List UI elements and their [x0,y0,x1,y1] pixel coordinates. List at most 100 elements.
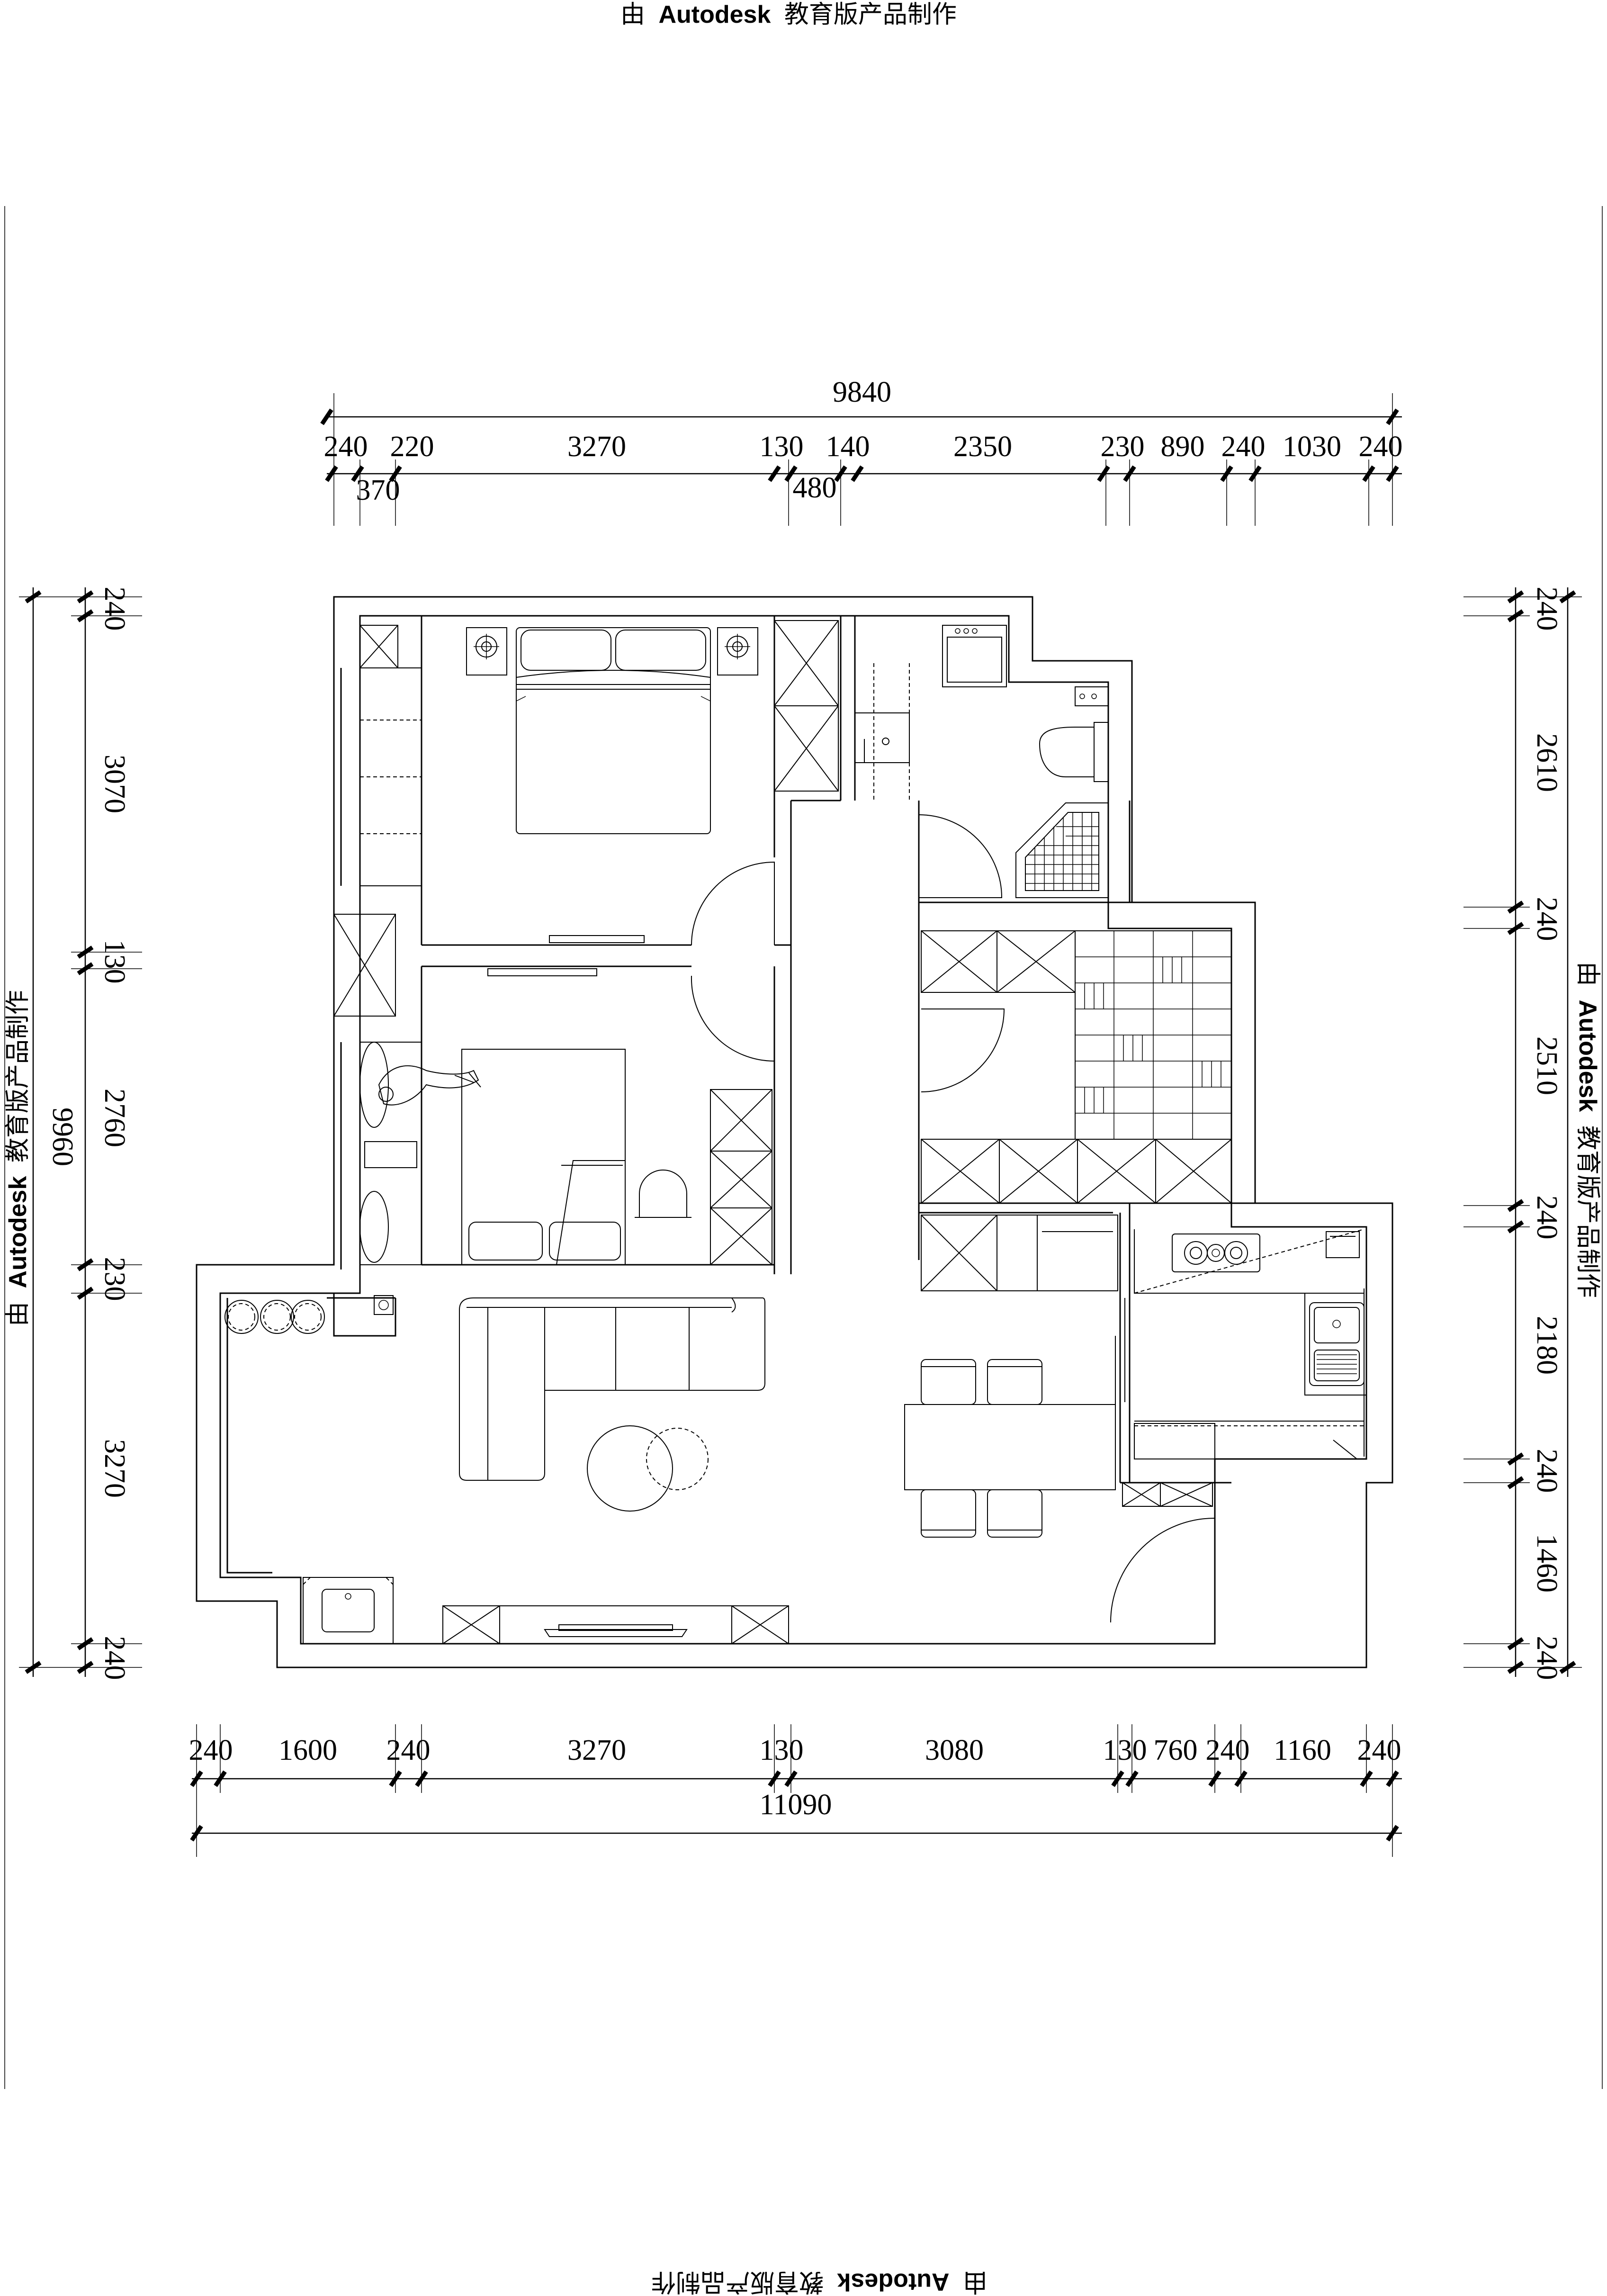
door-entry [1110,1517,1215,1623]
shower-tray [1015,802,1109,898]
dimension-right: 240 2610 240 2510 240 2180 240 1460 240 [1463,587,1582,1680]
dim-bottom-11: 240 [1357,1734,1401,1766]
dim-top-9: 240 [1221,431,1266,463]
wardrobe-second-bedroom [710,1089,772,1265]
living-room [224,1295,789,1644]
dim-bottom-3: 240 [386,1734,431,1766]
watermark-top-prefix: 由 [620,1,645,28]
dim-top-10: 1030 [1283,431,1341,463]
dim-top-6: 2350 [953,431,1012,463]
dim-left-2: 3070 [99,755,131,813]
dim-top-8: 890 [1161,431,1205,463]
coffee-table [587,1425,673,1512]
dim-tick [1386,465,1399,482]
balcony-post [374,1295,394,1315]
window-bay [333,914,396,1017]
tv-cabinet [442,1605,789,1644]
dim-bottom-total: 11090 [760,1789,832,1821]
dim-right-9: 240 [1531,1636,1563,1680]
dim-right-6: 2180 [1531,1316,1563,1375]
dim-top-4: 130 [760,431,804,463]
dim-tick [784,465,798,482]
dim-left-5: 230 [99,1257,131,1301]
exterior-walls [196,596,1393,1668]
dim-tick [351,465,364,482]
watermark-bottom: 由 Autodesk 教育版产品制作 [651,2268,988,2296]
dim-tick [325,465,338,482]
watermark-right: 由 Autodesk 教育版产品制作 [1574,962,1601,1298]
dim-left-4: 2760 [99,1089,131,1147]
watermark-right-brand: Autodesk [1574,999,1601,1112]
master-bedroom [359,620,839,945]
dim-bottom-1: 240 [189,1734,233,1766]
dining-chair [987,1359,1042,1405]
dim-left-6: 3270 [99,1439,131,1498]
watermark-bottom-brand: Autodesk [837,2268,950,2296]
dim-right-2: 2610 [1531,733,1563,792]
dining-cabinets [921,1215,1118,1291]
dining-chair [921,1359,976,1405]
dim-left-total: 9960 [46,1107,79,1166]
dim-ext-lines-top [359,459,1369,526]
desk-chair [639,1170,687,1217]
dimension-bottom: 240 1600 240 3270 130 3080 130 760 240 1… [189,1724,1402,1857]
potted-plants [224,1300,325,1334]
dining-set [904,1359,1116,1538]
tv-second-bedroom [487,968,597,976]
dim-top-sub-1: 370 [356,474,400,506]
dim-right-1: 240 [1531,587,1563,631]
entry-cabinet [1122,1482,1213,1507]
dim-left-7: 240 [99,1636,131,1680]
dim-bottom-5: 130 [760,1734,804,1766]
door-second-bedroom [691,975,775,1062]
dim-top-sub-2: 480 [793,472,837,504]
dim-ext-lines-bottom [196,1724,1393,1857]
gas-cooktop [1172,1234,1260,1272]
kitchen-sink [1309,1302,1365,1386]
dining-chair [987,1489,1042,1538]
svg-text:由 Autodesk 教育版产品制作: 由 Autodesk 教育版产品制作 [620,1,957,28]
l-shaped-sofa [459,1297,765,1481]
dim-right-8: 1460 [1531,1534,1563,1593]
dim-bottom-10: 1160 [1274,1734,1331,1766]
dim-tick [851,465,864,482]
cabinet-row-top [921,930,1076,993]
dim-top-3: 3270 [567,431,626,463]
svg-text:由 Autodesk 教育版产品制作: 由 Autodesk 教育版产品制作 [1574,962,1601,1298]
dim-top-11: 240 [1359,431,1403,463]
nightstand-right [717,627,758,675]
watermark-left-brand: Autodesk [4,1176,32,1288]
dimension-left: 240 3070 130 2760 230 3270 240 9960 [19,587,142,1680]
dim-top-2: 220 [390,431,434,463]
dim-ext-lines-right [1463,596,1582,1668]
dining-table [904,1404,1116,1490]
door-study [921,1008,1005,1092]
dim-tick [768,465,781,482]
wardrobe-left [359,625,422,886]
study-room [921,930,1232,1204]
dim-right-7: 240 [1531,1449,1563,1493]
watermark-right-prefix: 由 [1574,962,1601,986]
washing-machine [942,625,1007,687]
svg-text:由 Autodesk 教育版产品制作: 由 Autodesk 教育版产品制作 [651,2268,988,2296]
watermark-top-suffix: 教育版产品制作 [784,1,957,28]
dim-bottom-7: 130 [1103,1734,1147,1766]
watermark-left-prefix: 由 [4,1302,32,1326]
dim-top-5: 140 [826,431,870,463]
watermark-right-suffix: 教育版产品制作 [1574,1125,1601,1298]
watermark-top: 由 Autodesk 教育版产品制作 [620,1,957,28]
wardrobe-right [774,620,839,792]
dim-right-3: 240 [1531,897,1563,941]
double-bed [516,627,711,834]
dim-tick [1097,465,1110,482]
fridge [1134,1423,1215,1459]
watermark-top-brand: Autodesk [658,1,771,28]
dim-top-1: 240 [324,431,368,463]
dimension-top: 9840 240 220 3270 130 140 2350 230 890 2… [320,376,1403,526]
second-bedroom [333,914,775,1265]
balcony-sink [303,1577,394,1644]
dim-bottom-8: 760 [1154,1734,1198,1766]
dim-ext-lines-left [19,596,142,1668]
single-bed [461,1049,626,1265]
